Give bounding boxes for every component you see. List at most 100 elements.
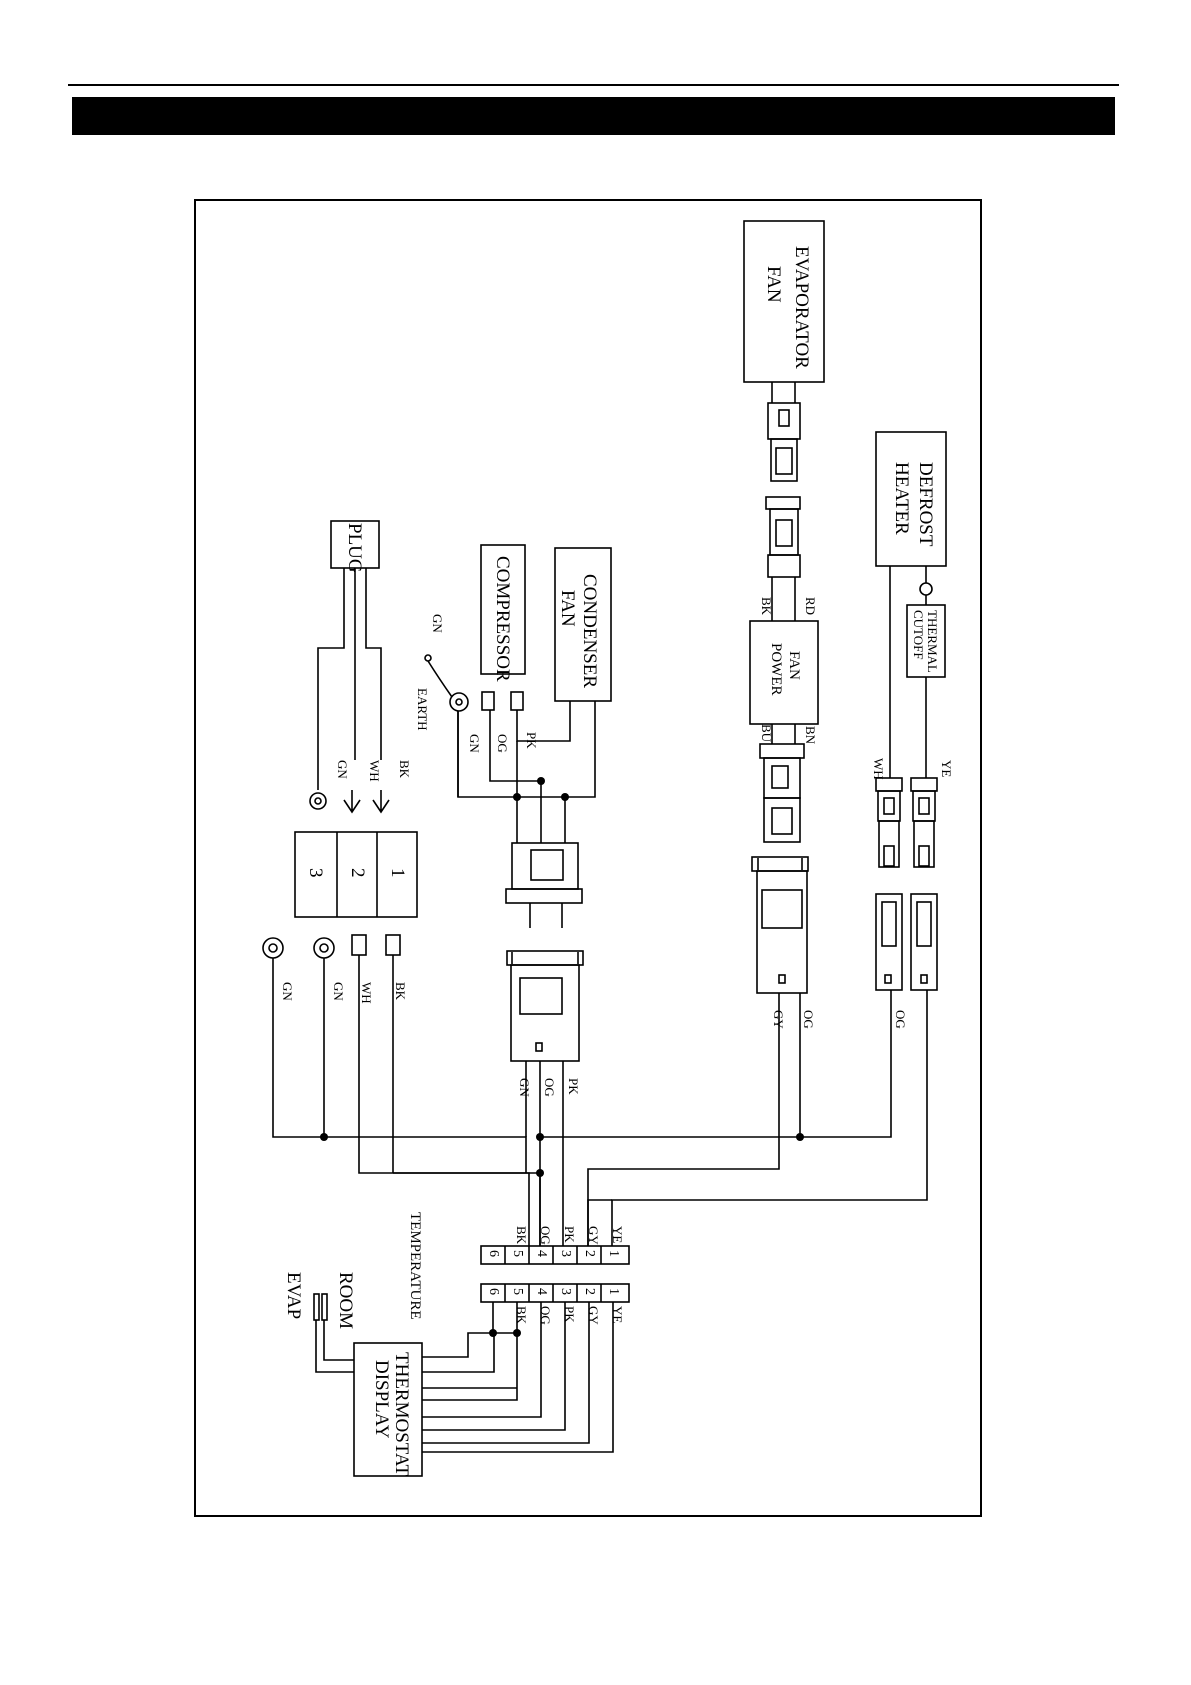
svg-text:5: 5 <box>510 1288 525 1295</box>
svg-text:WH: WH <box>359 982 374 1004</box>
svg-text:PLUG: PLUG <box>344 523 365 573</box>
svg-text:PK: PK <box>562 1226 577 1243</box>
heater-plug-left <box>876 778 902 867</box>
svg-text:2: 2 <box>582 1288 597 1295</box>
svg-text:WH: WH <box>367 760 382 782</box>
svg-text:BK: BK <box>393 982 408 1001</box>
terminal-1: 1 <box>387 868 408 878</box>
evap-label: EVAP <box>283 1272 304 1319</box>
compressor-label: COMPRESSOR <box>492 556 513 682</box>
wire-label-gn-left-2: GN <box>331 982 346 1001</box>
svg-text:HEATER: HEATER <box>891 462 912 535</box>
wire-label-ye-heater: YE <box>939 760 954 777</box>
room-label: ROOM <box>335 1272 356 1329</box>
svg-text:OG: OG <box>538 1306 553 1325</box>
heater-socket-right <box>911 894 937 990</box>
conn-top-pin-4: 4 <box>534 1250 549 1257</box>
heater-socket-left <box>876 894 902 990</box>
wire-label-bn: BN <box>803 726 818 745</box>
evap-plug-1 <box>768 382 800 481</box>
wire-label-pk-center: PK <box>566 1078 581 1095</box>
svg-text:OG: OG <box>495 734 510 753</box>
heater-plug-right <box>911 778 937 867</box>
svg-text:FAN: FAN <box>763 266 784 303</box>
compressor-terminal-og <box>482 692 494 710</box>
svg-text:4: 4 <box>534 1288 549 1295</box>
conn-bottom-pin-2: 2 <box>582 1288 597 1295</box>
wire-label-gn-center: GN <box>517 1078 532 1097</box>
svg-text:THERMOSTAT: THERMOSTAT <box>391 1352 412 1476</box>
svg-text:ROOM: ROOM <box>335 1272 356 1329</box>
wire-label-gn-left-1: GN <box>280 982 295 1001</box>
compressor-terminal-pk <box>511 692 523 710</box>
wire-label-bu: BU <box>759 724 774 743</box>
plug-wh-fork <box>344 790 360 812</box>
room-sensor <box>314 1294 319 1320</box>
wire-label-bk-left: BK <box>393 982 408 1001</box>
gn-ring-small <box>425 655 431 661</box>
wire-label-og-comp: OG <box>495 734 510 753</box>
svg-text:GN: GN <box>335 760 350 779</box>
wire-label-og-center: OG <box>542 1078 557 1097</box>
conn-bottom-label-ye: YE <box>610 1306 625 1323</box>
plug-bk-fork <box>373 790 389 812</box>
svg-text:6: 6 <box>486 1250 501 1257</box>
wire-label-gn-earth: GN <box>430 614 445 633</box>
conn-top-pin-5: 5 <box>510 1250 525 1257</box>
plug-gn-ring <box>310 793 326 809</box>
svg-text:BK: BK <box>514 1226 529 1245</box>
thermal-cutoff-label: THERMAL CUTOFF <box>911 610 940 673</box>
left-wh-terminal <box>352 935 366 955</box>
conn-top-label-gy: GY <box>586 1226 601 1245</box>
svg-text:YE: YE <box>610 1226 625 1243</box>
svg-text:GN: GN <box>517 1078 532 1097</box>
conn-top-label-pk: PK <box>562 1226 577 1243</box>
terminal-2: 2 <box>347 868 368 878</box>
wire-label-wh-plug: WH <box>367 760 382 782</box>
svg-text:GY: GY <box>771 1010 786 1029</box>
left-gn-ring-2 <box>314 938 334 958</box>
svg-text:BK: BK <box>514 1306 529 1325</box>
conn-bottom-pin-6: 6 <box>486 1288 501 1295</box>
defrost-heater-label: DEFROST HEATER <box>891 462 936 547</box>
evap-sensor <box>322 1294 327 1320</box>
wire-label-gy-fan: GY <box>771 1010 786 1029</box>
conn-bottom-label-og: OG <box>538 1306 553 1325</box>
svg-text:DISPLAY: DISPLAY <box>371 1360 392 1439</box>
conn-bottom-pin-1: 1 <box>606 1288 621 1295</box>
svg-text:BK: BK <box>759 597 774 616</box>
conn-top-label-bk: BK <box>514 1226 529 1245</box>
svg-text:PK: PK <box>566 1078 581 1095</box>
svg-text:GN: GN <box>331 982 346 1001</box>
conn-bottom-pin-5: 5 <box>510 1288 525 1295</box>
svg-text:GY: GY <box>586 1226 601 1245</box>
wire-label-pk-comp: PK <box>524 732 539 749</box>
svg-text:OG: OG <box>893 1010 908 1029</box>
svg-text:1: 1 <box>606 1250 621 1257</box>
svg-text:1: 1 <box>387 868 408 878</box>
evaporator-fan-label: EVAPORATOR FAN <box>763 246 812 369</box>
svg-text:WH: WH <box>871 758 886 780</box>
svg-text:2: 2 <box>582 1250 597 1257</box>
svg-text:CONDENSER: CONDENSER <box>579 574 600 688</box>
compressor-plug <box>506 843 582 928</box>
svg-text:GN: GN <box>467 734 482 753</box>
svg-text:RD: RD <box>803 597 818 615</box>
svg-text:2: 2 <box>347 868 368 878</box>
conn-bottom-label-bk: BK <box>514 1306 529 1325</box>
wire-label-og-heater: OG <box>893 1010 908 1029</box>
wire-label-gn-plug: GN <box>335 760 350 779</box>
svg-text:YE: YE <box>939 760 954 777</box>
svg-text:PK: PK <box>562 1306 577 1323</box>
svg-text:GN: GN <box>430 614 445 633</box>
earth-label: EARTH <box>415 688 430 731</box>
fan-main-plug <box>752 857 808 993</box>
conn-top-pin-1: 1 <box>606 1250 621 1257</box>
conn-top-pin-2: 2 <box>582 1250 597 1257</box>
conn-bottom-pin-4: 4 <box>534 1288 549 1295</box>
conn-top-label-og: OG <box>538 1226 553 1245</box>
plug-label: PLUG <box>344 523 365 573</box>
wire-label-wh-left: WH <box>359 982 374 1004</box>
svg-text:TEMPERATURE: TEMPERATURE <box>407 1212 423 1320</box>
